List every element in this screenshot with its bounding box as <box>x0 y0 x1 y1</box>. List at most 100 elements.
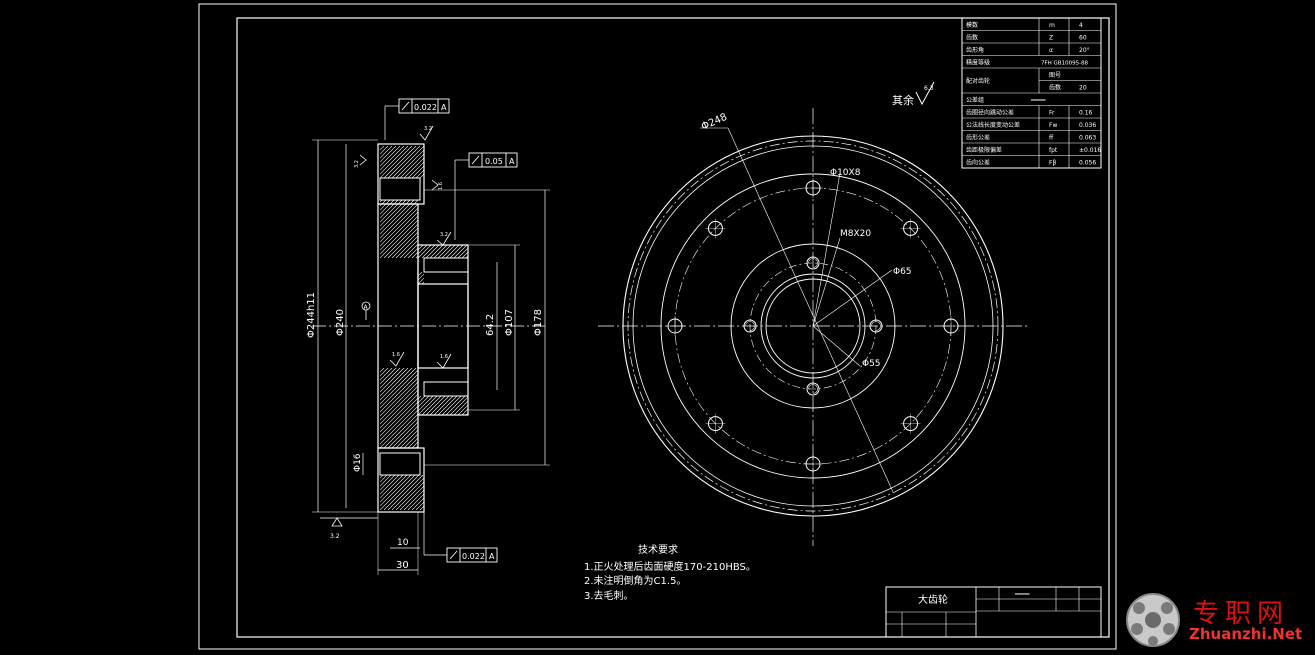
param-symbol: fpt <box>1049 147 1058 154</box>
param-value: 20° <box>1079 47 1090 54</box>
inner-frame <box>236 17 1110 638</box>
param-label: 齿形公差 <box>966 134 990 142</box>
dim-107: Φ107 <box>504 309 515 336</box>
front-view: Φ248 Φ10X8 M8X20 Φ65 Φ55 <box>598 108 1030 546</box>
thread-hole <box>806 382 820 396</box>
bore-outer-circle <box>760 273 866 379</box>
thread-hole-bottom <box>423 381 469 397</box>
tol-mid-value: 0.05 <box>485 157 503 166</box>
watermark-en: Zhuanzhi.Net <box>1189 625 1303 643</box>
param-value: 0.063 <box>1079 135 1096 142</box>
addendum-circle <box>622 135 1004 517</box>
tol-mid-datum: A <box>509 157 515 166</box>
thread-hole <box>869 319 883 333</box>
others-roughness-note: 其余 6.3 <box>892 81 935 107</box>
thread-hole-top <box>423 257 469 273</box>
thread-pitch-circle <box>749 262 877 390</box>
roughness-value: 3.2 <box>424 126 432 132</box>
roughness-value: 3.2 <box>354 160 360 168</box>
soccer-ball-icon <box>1126 593 1180 647</box>
tol-bottom-datum: A <box>489 552 495 561</box>
dim-178: Φ178 <box>533 309 544 336</box>
roughness-value: 1.6 <box>438 182 444 190</box>
dim-65: Φ65 <box>893 267 912 277</box>
roughness-symbols: 3.2 3.2 3.2 1.6 1.6 1.6 3.2 <box>320 125 452 540</box>
dim-55: Φ55 <box>862 359 881 369</box>
lightening-holes <box>665 178 961 474</box>
runout-icon <box>401 101 410 111</box>
tol-top-value: 0.022 <box>414 103 437 112</box>
datum-label: A <box>364 304 369 311</box>
datum-a-marker: A <box>361 301 371 320</box>
tolerance-frame-mid: 0.05 A <box>454 152 518 240</box>
param-value: 4 <box>1079 22 1083 29</box>
others-roughness-value: 6.3 <box>924 85 934 92</box>
param-symbol: Z <box>1049 35 1053 42</box>
roughness-icon <box>359 154 367 166</box>
dim-root: Φ240 <box>335 309 346 336</box>
param-symbol: Fβ <box>1049 160 1056 167</box>
param-label: 精度等级 <box>966 59 990 67</box>
param-label: 模数 <box>966 21 978 29</box>
bore-circle <box>765 278 861 374</box>
param-value: 60 <box>1079 35 1087 42</box>
roughness-value: 1.6 <box>392 352 400 358</box>
section-hatching <box>380 146 468 510</box>
runout-icon <box>449 550 458 560</box>
param-value: 7FH GB10095-88 <box>1041 61 1089 67</box>
param-label: 齿向公差 <box>966 159 990 167</box>
tech-req-item-1: 1.正火处理后齿面硬度170-210HBS。 <box>584 560 756 573</box>
runout-icon <box>471 155 480 165</box>
param-label: 齿形角 <box>966 46 984 54</box>
thread-hole <box>743 319 757 333</box>
lightening-hole-bottom <box>379 452 421 476</box>
root-circle <box>632 145 994 507</box>
tech-req-title: 技术要求 <box>638 543 678 556</box>
pitch-circle <box>627 140 999 512</box>
title-block: 大齿轮 ━━━━ <box>885 586 1102 638</box>
dim-od: Φ244h11 <box>306 292 317 338</box>
param-value: 0.036 <box>1079 122 1096 129</box>
param-label: 齿距极限偏差 <box>966 146 1002 154</box>
tolerance-frame-bottom: 0.022 A <box>423 512 498 563</box>
tech-req-item-2: 2.未注明倒角为C1.5。 <box>584 574 686 587</box>
param-symbol: Fr <box>1049 110 1055 117</box>
param-symbol: 齿数 <box>1049 84 1061 92</box>
param-value: ±0.016 <box>1079 147 1101 154</box>
param-symbol: Fw <box>1049 122 1057 129</box>
thread-hole <box>806 256 820 270</box>
dim-bore: 64.2 <box>485 314 496 336</box>
param-label: 公差组 <box>966 96 984 104</box>
param-symbol: α <box>1049 47 1053 54</box>
roughness-value: 3.2 <box>330 533 340 540</box>
watermark-logo: 专职网 Zhuanzhi.Net <box>1121 591 1303 649</box>
rim-inner-circle <box>660 173 966 479</box>
roughness-icon <box>419 125 434 141</box>
tol-bottom-value: 0.022 <box>462 552 485 561</box>
others-label: 其余 <box>892 93 914 107</box>
param-label: 齿数 <box>966 34 978 42</box>
roughness-value: 3.2 <box>440 232 448 238</box>
watermark-cn: 专职网 <box>1193 599 1290 629</box>
param-symbol: 图号 <box>1049 72 1061 79</box>
param-value: 0.056 <box>1079 160 1096 167</box>
roughness-icon <box>389 351 405 367</box>
outer-frame <box>198 3 1117 650</box>
tol-top-datum: A <box>441 103 447 112</box>
tech-req-item-3: 3.去毛刺。 <box>584 590 634 602</box>
param-value: 20 <box>1079 85 1087 92</box>
dim-width-30: 30 <box>396 560 409 571</box>
param-value: 0.16 <box>1079 110 1093 117</box>
rim-bottom <box>377 447 425 513</box>
roughness-icon <box>436 353 452 369</box>
material-value: ━━━━ <box>1014 591 1030 598</box>
param-symbol: ff <box>1049 135 1054 142</box>
dim-width-10: 10 <box>397 538 409 548</box>
param-symbol: m <box>1049 22 1055 29</box>
roughness-icon <box>431 179 439 191</box>
param-label: 配对齿轮 <box>966 77 990 85</box>
hub-outer-circle <box>730 243 896 409</box>
datum-triangle-icon <box>331 517 343 527</box>
param-label: 公法线长度变动公差 <box>966 121 1020 129</box>
